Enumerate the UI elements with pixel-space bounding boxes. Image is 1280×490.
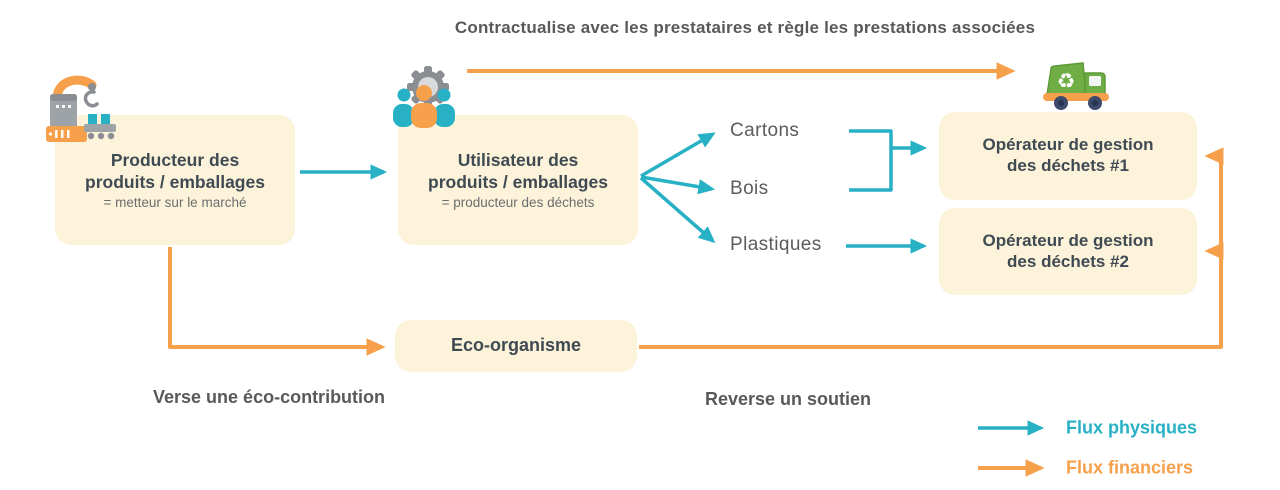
user-title-line1: Utilisateur des	[457, 150, 579, 171]
eco-organisme-label: Eco-organisme	[450, 335, 582, 356]
physical-flow-user-to-plastiques	[639, 176, 716, 244]
producer-box: Producteur des produits / emballages = m…	[55, 115, 295, 245]
user-title-line2: produits / emballages	[428, 171, 608, 192]
financial-flow-producer-to-eco	[168, 247, 386, 356]
material-label-cartons: Cartons	[730, 120, 800, 141]
legend-physical-label: Flux physiques	[1066, 417, 1198, 438]
eco-organisme-box: Eco-organisme	[395, 320, 637, 372]
material-label-bois: Bois	[730, 178, 769, 199]
legend-financial-label: Flux financiers	[1066, 457, 1194, 478]
physical-flow-user-to-cartons	[640, 132, 716, 178]
user-subtitle: = producteur des déchets	[441, 194, 595, 210]
operator2-title-line1: Opérateur de gestion	[982, 230, 1154, 250]
page-title: Contractualise avec les prestataires et …	[454, 18, 1036, 37]
caption-eco-contribution: Verse une éco-contribution	[153, 387, 386, 407]
physical-flow-user-to-bois	[640, 175, 716, 195]
producer-subtitle: = metteur sur le marché	[103, 194, 247, 210]
material-label-plastiques: Plastiques	[730, 234, 822, 255]
operator1-box: Opérateur de gestion des déchets #1	[939, 112, 1197, 200]
operator2-box: Opérateur de gestion des déchets #2	[939, 208, 1197, 295]
operator2-title-line2: des déchets #2	[1007, 251, 1129, 271]
operator1-title-line1: Opérateur de gestion	[982, 135, 1154, 155]
producer-title-line1: Producteur des	[110, 150, 240, 171]
user-box: Utilisateur des produits / emballages = …	[398, 115, 638, 245]
physical-flow-merge-bracket	[849, 129, 893, 192]
operator1-title-line2: des déchets #1	[1007, 156, 1129, 175]
producer-title-line2: produits / emballages	[85, 171, 265, 192]
caption-soutien: Reverse un soutien	[705, 389, 872, 409]
